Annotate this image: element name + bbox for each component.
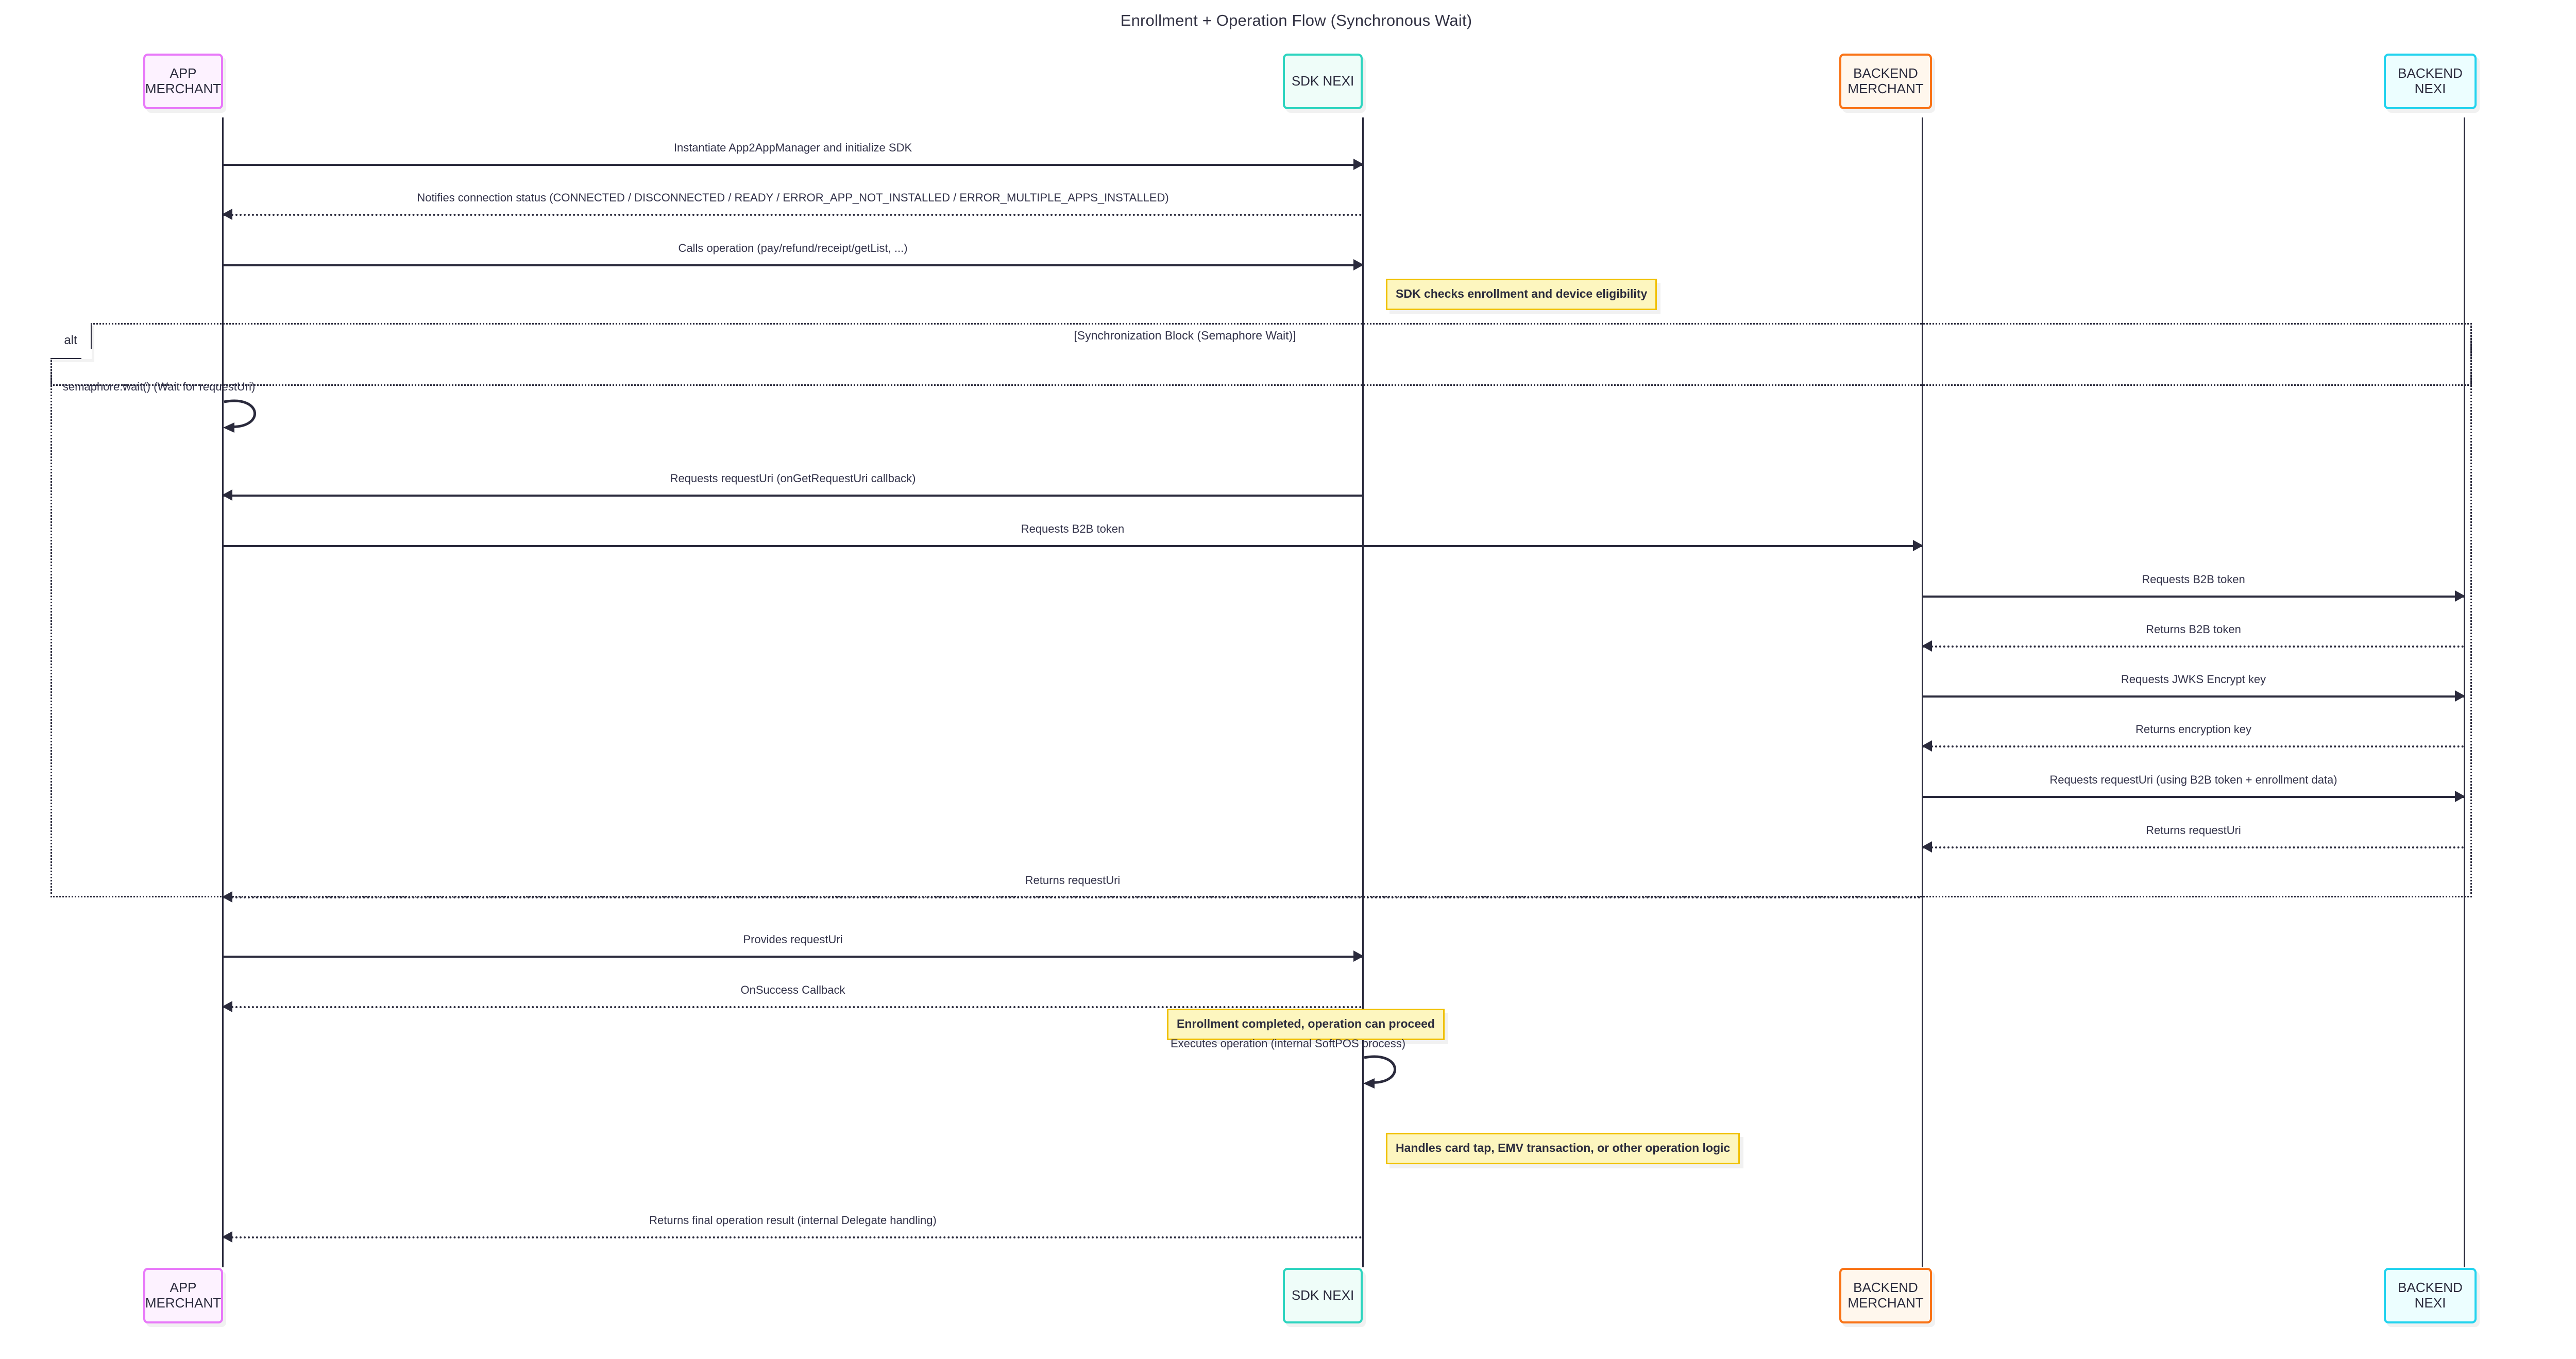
message-executes-operation-selfloop[interactable]: Executes operation (internal SoftPOS pro… bbox=[1171, 1037, 1420, 1094]
self-loop-arrow-icon bbox=[1363, 1055, 1397, 1089]
fragment-fold-corner-icon bbox=[81, 349, 92, 359]
message-line bbox=[223, 545, 1922, 547]
arrowhead-right-icon bbox=[2455, 690, 2465, 702]
message-line bbox=[1923, 695, 2464, 698]
participant-label: SDK NEXI bbox=[1291, 1287, 1354, 1303]
message-label: Provides requestUri bbox=[743, 933, 843, 946]
participant-backend-nexi-bottom[interactable]: BACKEND NEXI bbox=[2384, 1268, 2477, 1323]
message-label: Notifies connection status (CONNECTED / … bbox=[417, 191, 1169, 204]
lifeline-app-merchant bbox=[222, 117, 224, 1267]
fragment-alt-label: alt bbox=[64, 333, 77, 347]
message-line bbox=[223, 164, 1363, 166]
participant-label: BACKEND MERCHANT bbox=[1848, 65, 1924, 96]
arrowhead-right-icon bbox=[1353, 950, 1364, 962]
note-text: SDK checks enrollment and device eligibi… bbox=[1396, 287, 1648, 300]
fragment-alt-condition: [Synchronization Block (Semaphore Wait)] bbox=[1074, 329, 1296, 342]
arrowhead-right-icon bbox=[2455, 791, 2465, 802]
message-label: Returns final operation result (internal… bbox=[649, 1214, 937, 1227]
participant-label: APP MERCHANT bbox=[145, 1280, 222, 1311]
self-loop-arrow-icon bbox=[223, 399, 257, 433]
message-label: Requests requestUri (using B2B token + e… bbox=[2049, 773, 2337, 786]
message-line bbox=[1923, 596, 2464, 598]
message-semaphore-wait-selfloop[interactable]: semaphore.wait() (Wait for requestUri) bbox=[63, 380, 280, 438]
arrowhead-left-icon bbox=[1922, 640, 1932, 652]
message-label: semaphore.wait() (Wait for requestUri) bbox=[63, 380, 256, 393]
participant-app-merchant-bottom[interactable]: APP MERCHANT bbox=[143, 1268, 223, 1323]
message-label: Executes operation (internal SoftPOS pro… bbox=[1171, 1037, 1406, 1050]
participant-sdk-nexi-bottom[interactable]: SDK NEXI bbox=[1283, 1268, 1363, 1323]
note-sdk-checks-enrollment: SDK checks enrollment and device eligibi… bbox=[1386, 279, 1657, 310]
arrowhead-left-icon bbox=[222, 891, 232, 903]
message-line bbox=[223, 1006, 1363, 1008]
message-line bbox=[1923, 645, 2464, 648]
message-label: Requests B2B token bbox=[2142, 573, 2245, 586]
message-line bbox=[1923, 796, 2464, 798]
message-label: Returns requestUri bbox=[1025, 874, 1121, 887]
message-label: Instantiate App2AppManager and initializ… bbox=[673, 141, 912, 154]
message-label: Returns B2B token bbox=[2146, 623, 2241, 636]
message-line bbox=[1923, 745, 2464, 748]
participant-label: BACKEND NEXI bbox=[2398, 65, 2463, 96]
participant-label: SDK NEXI bbox=[1291, 73, 1354, 89]
arrowhead-left-icon bbox=[222, 1001, 232, 1012]
note-text: Handles card tap, EMV transaction, or ot… bbox=[1396, 1141, 1731, 1154]
message-label: Requests requestUri (onGetRequestUri cal… bbox=[670, 472, 916, 485]
page-title: Enrollment + Operation Flow (Synchronous… bbox=[1120, 11, 1472, 29]
message-label: OnSuccess Callback bbox=[740, 983, 845, 996]
arrowhead-left-icon bbox=[222, 1231, 232, 1243]
participant-label: BACKEND MERCHANT bbox=[1848, 1280, 1924, 1311]
fragment-alt-tab: alt bbox=[50, 323, 92, 359]
fragment-alt-body bbox=[50, 323, 2472, 897]
arrowhead-right-icon bbox=[1353, 159, 1364, 170]
participant-backend-nexi-top[interactable]: BACKEND NEXI bbox=[2384, 54, 2477, 109]
arrowhead-right-icon bbox=[2455, 590, 2465, 602]
arrowhead-left-icon bbox=[1922, 740, 1932, 752]
message-line bbox=[223, 264, 1363, 266]
arrowhead-right-icon bbox=[1913, 540, 1923, 551]
participant-app-merchant-top[interactable]: APP MERCHANT bbox=[143, 54, 223, 109]
participant-label: APP MERCHANT bbox=[145, 65, 222, 96]
message-label: Returns requestUri bbox=[2146, 824, 2241, 837]
note-enrollment-completed: Enrollment completed, operation can proc… bbox=[1167, 1009, 1445, 1040]
arrowhead-left-icon bbox=[1922, 841, 1932, 853]
message-label: Requests JWKS Encrypt key bbox=[2121, 673, 2266, 686]
arrowhead-right-icon bbox=[1353, 259, 1364, 270]
arrowhead-left-icon bbox=[222, 489, 232, 501]
participant-backend-merchant-bottom[interactable]: BACKEND MERCHANT bbox=[1839, 1268, 1932, 1323]
lifeline-sdk-nexi bbox=[1362, 117, 1364, 1267]
note-text: Enrollment completed, operation can proc… bbox=[1177, 1017, 1435, 1030]
message-line bbox=[223, 214, 1363, 216]
participant-label: BACKEND NEXI bbox=[2398, 1280, 2463, 1311]
lifeline-backend-merchant bbox=[1922, 117, 1923, 1267]
message-line bbox=[223, 1236, 1363, 1238]
arrowhead-left-icon bbox=[222, 209, 232, 220]
message-line bbox=[223, 495, 1363, 497]
message-label: Requests B2B token bbox=[1021, 522, 1125, 535]
message-line bbox=[1923, 846, 2464, 848]
note-handles-card-tap: Handles card tap, EMV transaction, or ot… bbox=[1386, 1133, 1740, 1164]
message-line bbox=[223, 896, 1922, 898]
participant-backend-merchant-top[interactable]: BACKEND MERCHANT bbox=[1839, 54, 1932, 109]
message-line bbox=[223, 956, 1363, 958]
message-label: Calls operation (pay/refund/receipt/getL… bbox=[678, 242, 908, 254]
message-label: Returns encryption key bbox=[2136, 723, 2251, 736]
participant-sdk-nexi-top[interactable]: SDK NEXI bbox=[1283, 54, 1363, 109]
